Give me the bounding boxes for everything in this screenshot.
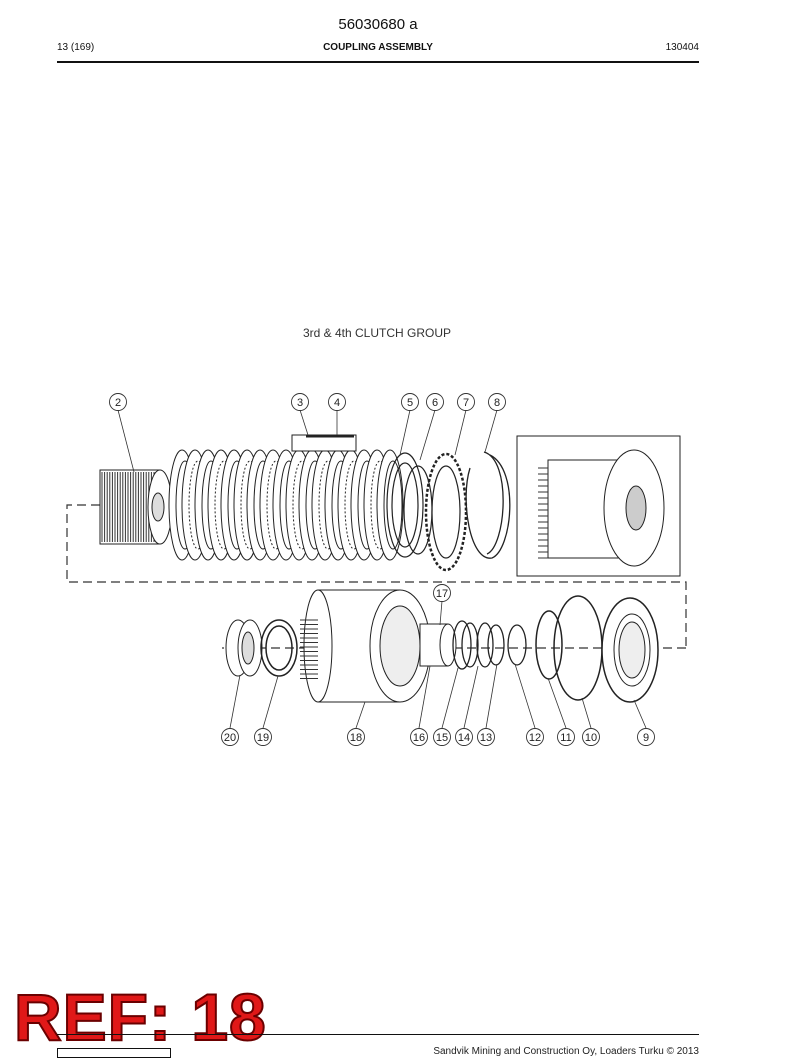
callout-13: 13 bbox=[477, 728, 495, 746]
callout-19: 19 bbox=[254, 728, 272, 746]
ref-label: REF: 18 bbox=[13, 980, 267, 1054]
svg-text:3: 3 bbox=[297, 397, 303, 409]
boxed-housing bbox=[516, 435, 681, 577]
page-number: 13 (169) bbox=[57, 42, 95, 53]
footer-logo bbox=[57, 1048, 171, 1058]
date-code: 130404 bbox=[665, 42, 699, 53]
callout-12: 12 bbox=[526, 728, 544, 746]
parts-12-15-rings bbox=[452, 620, 527, 670]
callout-7: 7 bbox=[457, 393, 475, 411]
svg-text:12: 12 bbox=[529, 732, 541, 744]
part-3-4-pin bbox=[291, 434, 357, 452]
callout-14: 14 bbox=[455, 728, 473, 746]
svg-text:20: 20 bbox=[224, 732, 236, 744]
clutch-plate-stack bbox=[168, 449, 404, 561]
part-5-6-7-rings bbox=[386, 452, 468, 572]
svg-text:5: 5 bbox=[407, 397, 413, 409]
header-rule bbox=[57, 61, 699, 63]
callout-5: 5 bbox=[401, 393, 419, 411]
clutch-plate bbox=[376, 449, 404, 561]
exploded-parts-diagram: 3rd & 4th CLUTCH GROUP bbox=[0, 300, 794, 760]
part-16-shaft bbox=[419, 623, 457, 667]
page-title: COUPLING ASSEMBLY bbox=[323, 42, 433, 53]
part-2-gear-hub bbox=[99, 469, 173, 545]
callout-17: 17 bbox=[433, 584, 451, 602]
svg-text:11: 11 bbox=[560, 732, 571, 744]
svg-text:16: 16 bbox=[413, 732, 425, 744]
part-9-gear-ring bbox=[601, 597, 659, 703]
callout-18: 18 bbox=[347, 728, 365, 746]
callout-15: 15 bbox=[433, 728, 451, 746]
callout-8: 8 bbox=[488, 393, 506, 411]
svg-text:7: 7 bbox=[463, 397, 469, 409]
svg-text:8: 8 bbox=[494, 397, 500, 409]
svg-text:19: 19 bbox=[257, 732, 269, 744]
part-20-bearing bbox=[225, 619, 263, 677]
diagram-title: 3rd & 4th CLUTCH GROUP bbox=[303, 326, 451, 340]
svg-text:10: 10 bbox=[585, 732, 597, 744]
footer-copyright: Sandvik Mining and Construction Oy, Load… bbox=[433, 1046, 699, 1057]
doc-number: 56030680 a bbox=[338, 16, 418, 33]
svg-text:15: 15 bbox=[436, 732, 448, 744]
part-8-snap-ring bbox=[465, 451, 511, 559]
svg-text:18: 18 bbox=[350, 732, 362, 744]
callout-2: 2 bbox=[109, 393, 127, 411]
svg-text:6: 6 bbox=[432, 397, 438, 409]
callout-6: 6 bbox=[426, 393, 444, 411]
callout-3: 3 bbox=[291, 393, 309, 411]
svg-text:9: 9 bbox=[643, 732, 649, 744]
part-19-cup bbox=[260, 619, 298, 677]
callout-11: 11 bbox=[557, 728, 575, 746]
footer-rule bbox=[57, 1034, 699, 1035]
callout-16: 16 bbox=[410, 728, 428, 746]
svg-text:2: 2 bbox=[115, 397, 121, 409]
svg-text:4: 4 bbox=[334, 397, 340, 409]
callout-10: 10 bbox=[582, 728, 600, 746]
svg-text:14: 14 bbox=[458, 732, 470, 744]
callout-4: 4 bbox=[328, 393, 346, 411]
callout-group: 2 3 4 5 6 7 8 17 20 19 18 16 15 14 13 12 11 10 9 bbox=[109, 393, 655, 746]
callout-9: 9 bbox=[637, 728, 655, 746]
leader-lines bbox=[117, 409, 647, 729]
svg-text:17: 17 bbox=[436, 588, 448, 600]
part-18-drum bbox=[300, 589, 431, 703]
svg-text:13: 13 bbox=[480, 732, 492, 744]
callout-20: 20 bbox=[221, 728, 239, 746]
